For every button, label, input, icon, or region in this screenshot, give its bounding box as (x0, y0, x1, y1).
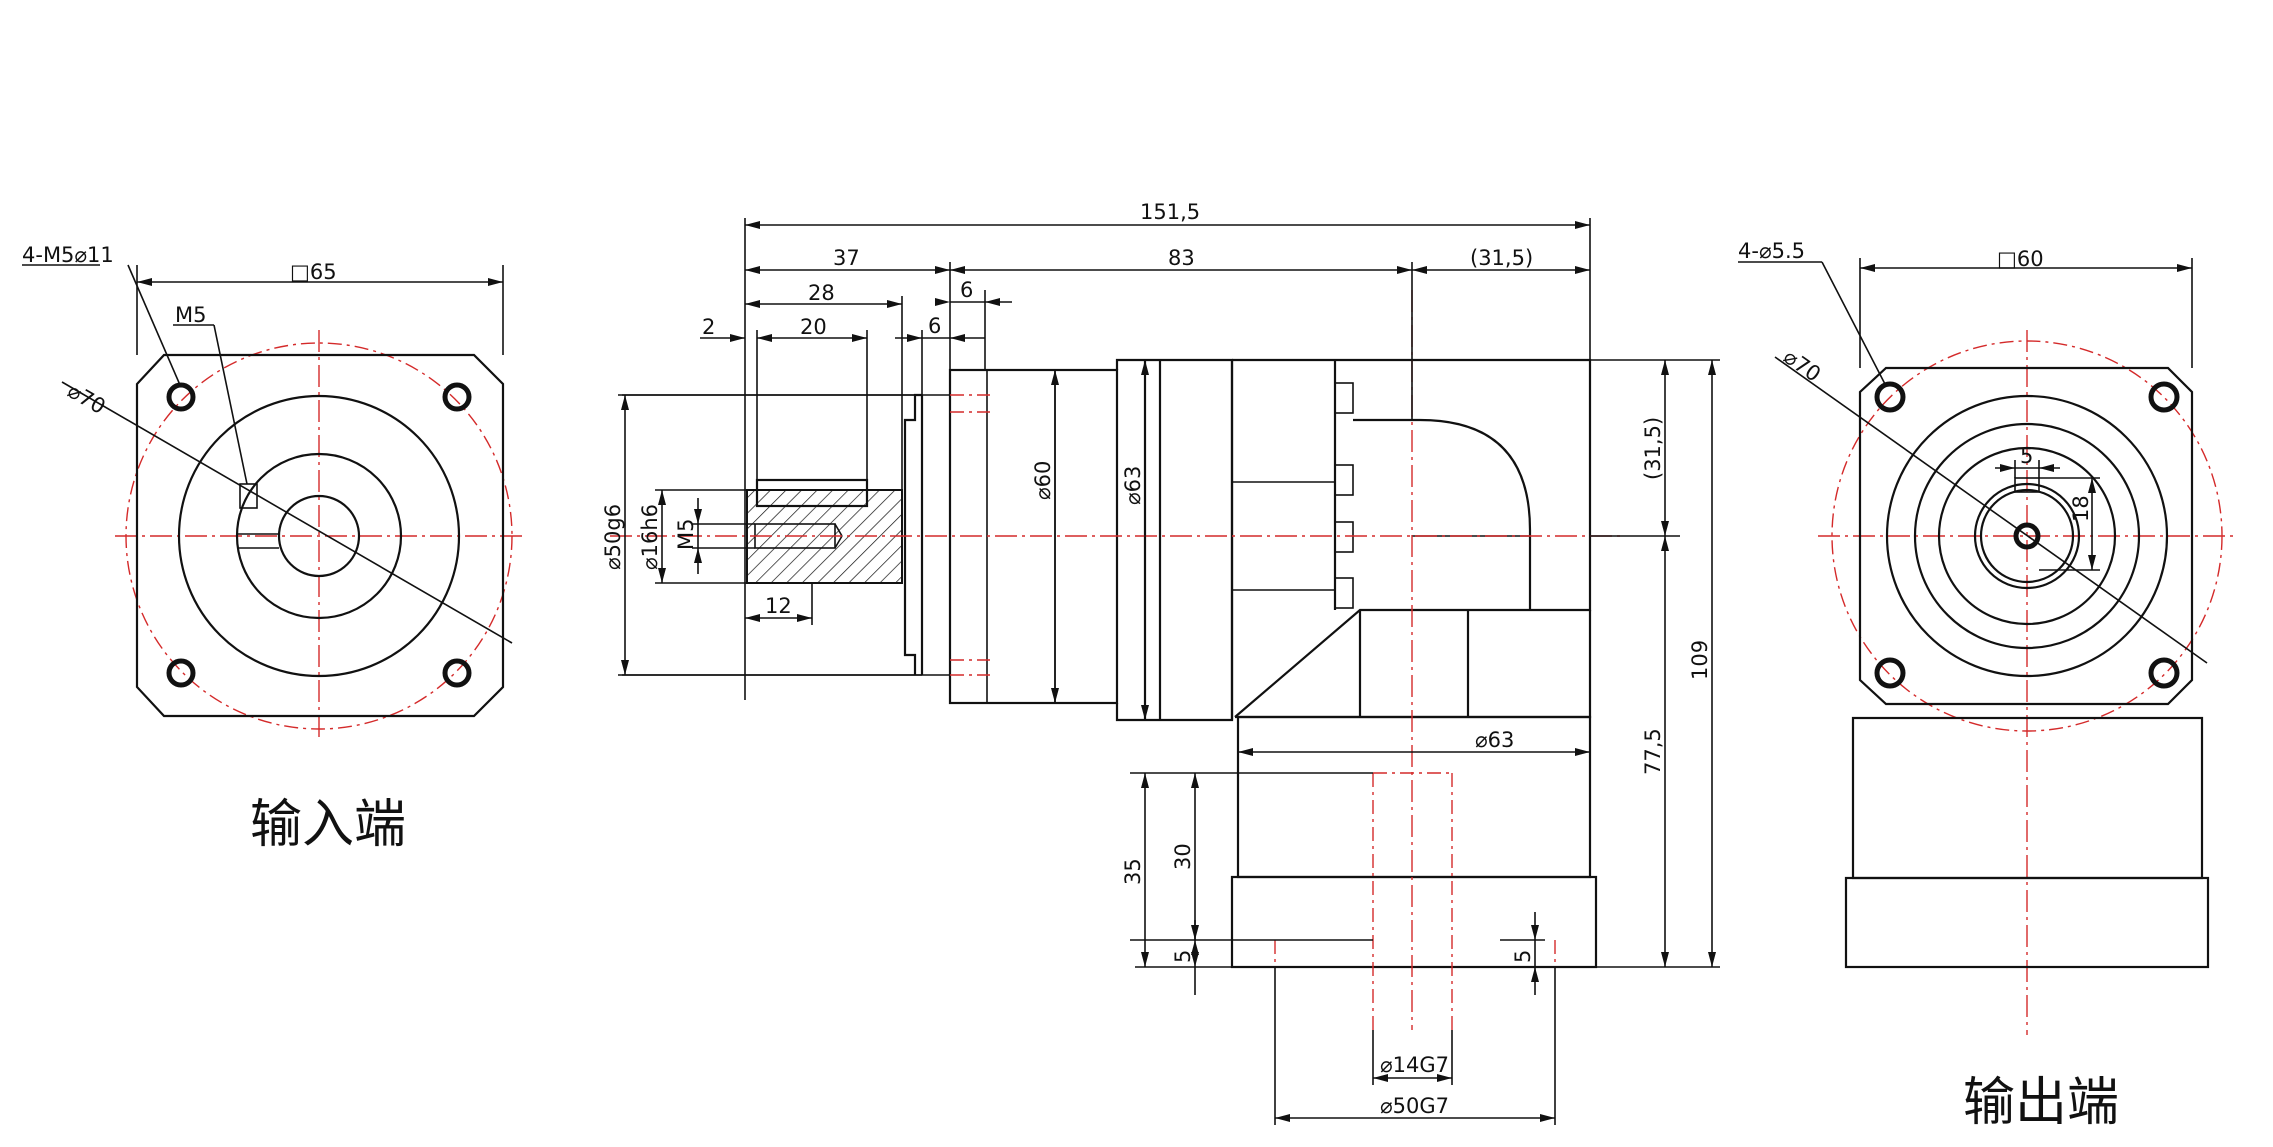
output-keyway (2014, 477, 2040, 493)
dim-dia-50g6: ⌀50g6 (601, 504, 625, 570)
input-square-label: □65 (290, 260, 337, 284)
output-circle-3 (1937, 446, 2117, 626)
output-key-depth: 18 (2069, 495, 2093, 522)
dim-37: 37 (833, 246, 860, 270)
dim-6-lower: 6 (928, 314, 941, 338)
output-key-width: 5 (2020, 444, 2033, 468)
input-bolt-hole (166, 658, 196, 688)
output-circle-4 (1973, 482, 2081, 590)
dim-dia-16h6: ⌀16h6 (638, 504, 662, 570)
output-flange-square (1858, 366, 2194, 706)
output-bolt-hole (1874, 381, 1906, 413)
output-circle-1 (1885, 394, 2169, 678)
output-square-label: □60 (1997, 247, 2044, 271)
dim-height-5-left: 5 (1171, 950, 1195, 963)
dim-31-5-top: (31,5) (1470, 246, 1533, 270)
output-bolt-hole (1874, 657, 1906, 689)
output-circle-2 (1913, 422, 2141, 650)
dim-dia-50g7: ⌀50G7 (1380, 1094, 1449, 1118)
dim-dia-60: ⌀60 (1031, 461, 1055, 500)
output-bolt-hole (2148, 657, 2180, 689)
input-mid-circle (235, 452, 403, 620)
dim-overall-length: 151,5 (1140, 200, 1200, 224)
input-flange-square (135, 353, 505, 718)
input-caption: 输入端 (250, 795, 406, 855)
dim-83: 83 (1168, 246, 1195, 270)
input-thread-callout: M5 (175, 303, 206, 327)
input-pcd-label: ⌀70 (64, 379, 110, 419)
output-bolt-hole (2148, 381, 2180, 413)
output-shaft-hole (2013, 522, 2041, 550)
dim-thread-m5: M5 (674, 519, 698, 550)
output-flange (1230, 875, 1598, 969)
dim-2: 2 (702, 315, 715, 339)
output-pcd-label: ⌀70 (1779, 344, 1825, 386)
output-housing (1236, 715, 1592, 879)
output-caption: 输出端 (1963, 1073, 2119, 1133)
dim-height-35: 35 (1121, 858, 1145, 885)
input-hole-callout: 4-M5⌀11 (22, 243, 114, 267)
output-end-view: □60 4-⌀5.5 ⌀70 5 18 输出端 (1738, 239, 2238, 1133)
input-outer-circle (177, 394, 461, 678)
input-shaft-key (755, 478, 869, 508)
output-hole-callout: 4-⌀5.5 (1738, 239, 1805, 263)
dim-dia-14g7: ⌀14G7 (1380, 1053, 1449, 1077)
input-bolt-hole (442, 658, 472, 688)
output-base (1844, 876, 2210, 969)
dim-height-31-5: (31,5) (1641, 417, 1665, 480)
dim-6-upper: 6 (960, 278, 973, 302)
dim-height-77-5: 77,5 (1641, 728, 1665, 775)
input-bolt-hole (166, 382, 196, 412)
dim-dia-63-vertical: ⌀63 (1121, 466, 1145, 505)
input-bore-circle (277, 494, 361, 578)
dim-28: 28 (808, 281, 835, 305)
input-bolt-hole (442, 382, 472, 412)
output-bore (1979, 488, 2075, 584)
dim-20: 20 (800, 315, 827, 339)
dim-height-5-right: 5 (1511, 950, 1535, 963)
dim-12: 12 (765, 594, 792, 618)
input-end-view: □65 4-M5⌀11 M5 ⌀70 输入端 (22, 243, 525, 855)
dim-height-30: 30 (1171, 843, 1195, 870)
side-view: 151,5 37 83 (31,5) 28 20 2 6 (601, 200, 1720, 1125)
dim-dia-63-horizontal: ⌀63 (1475, 728, 1514, 752)
dim-height-109: 109 (1688, 640, 1712, 680)
